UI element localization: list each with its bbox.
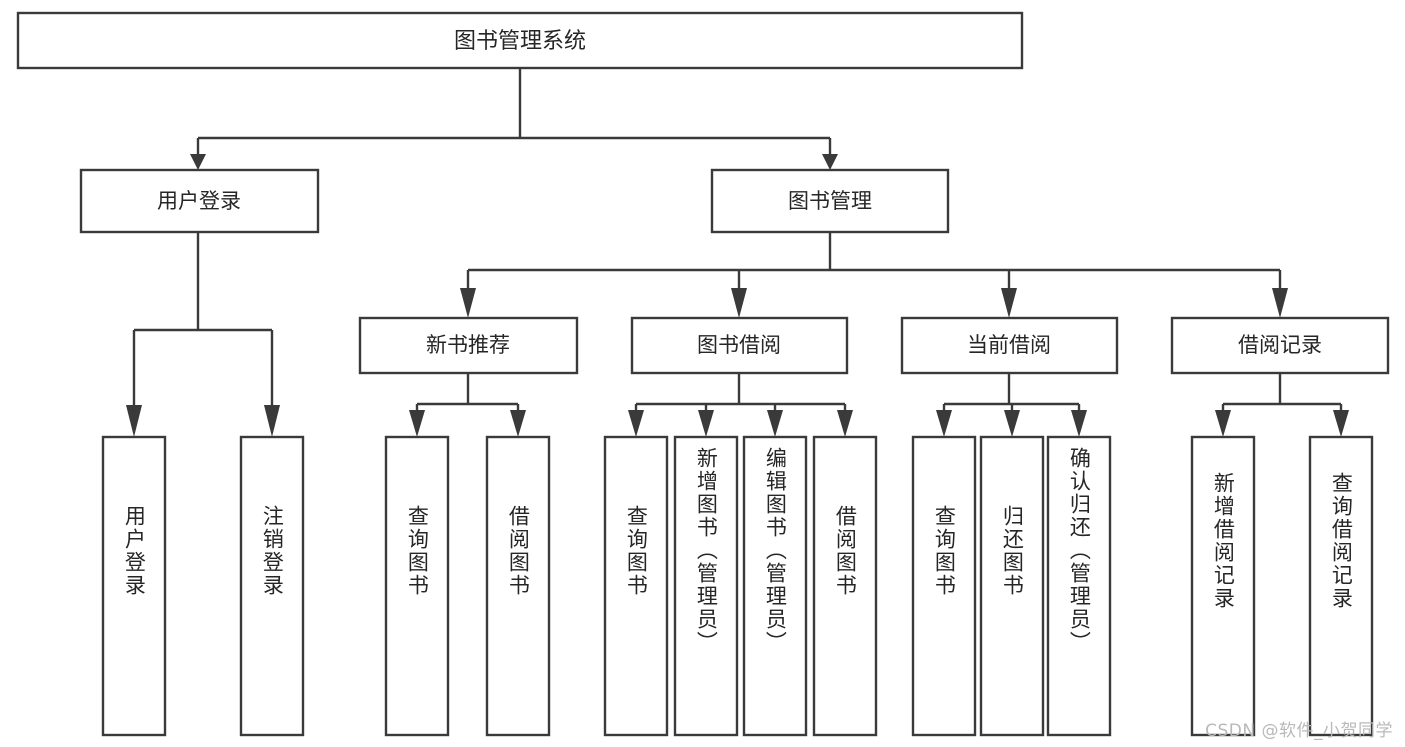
- node-book-borrow-box[interactable]: [630, 316, 849, 375]
- connector-layer: [126, 68, 1349, 437]
- arrow-head-leaf-cb-confirm: [1071, 410, 1087, 437]
- node-leaf-br-add-box[interactable]: [1190, 435, 1256, 737]
- arrow-head-leaf-bb-edit: [767, 410, 783, 437]
- node-leaf-cb-query-box[interactable]: [911, 435, 977, 737]
- arrow-head-book-borrow: [731, 288, 747, 318]
- node-new-book-rec-label: 新书推荐: [426, 333, 510, 357]
- node-borrow-record-box[interactable]: [1170, 316, 1390, 375]
- arrow-head-leaf-bb-borrow: [837, 410, 853, 437]
- node-leaf-bb-add-box[interactable]: [673, 435, 739, 737]
- node-leaf-cb-confirm-box[interactable]: [1046, 435, 1112, 737]
- arrow-head-new-book-rec: [460, 288, 476, 318]
- arrow-head-borrow-record: [1272, 288, 1288, 318]
- arrow-head-leaf-logout: [264, 405, 280, 437]
- node-leaf-bb-query-box[interactable]: [603, 435, 669, 737]
- node-root-label: 图书管理系统: [454, 29, 586, 54]
- node-current-borrow-label: 当前借阅: [967, 333, 1051, 357]
- node-leaf-logout-box[interactable]: [239, 435, 305, 737]
- node-book-borrow[interactable]: 图书借阅: [630, 316, 849, 375]
- node-leaf-rec-borrow-box[interactable]: [485, 435, 551, 737]
- arrow-head-leaf-bb-query: [628, 410, 644, 437]
- node-book-manage-box[interactable]: [710, 168, 950, 234]
- node-current-borrow[interactable]: 当前借阅: [900, 316, 1119, 375]
- arrow-head-leaf-cb-query: [936, 410, 952, 437]
- node-borrow-record-label: 借阅记录: [1238, 333, 1322, 357]
- arrow-head-book-manage: [822, 154, 838, 170]
- node-book-borrow-label: 图书借阅: [697, 333, 781, 357]
- node-leaf-bb-edit-box[interactable]: [742, 435, 808, 737]
- arrow-head-leaf-rec-borrow: [510, 410, 526, 437]
- node-book-manage-label: 图书管理: [788, 189, 872, 213]
- node-leaf-br-query-box[interactable]: [1308, 435, 1374, 737]
- arrow-head-leaf-rec-query: [409, 410, 425, 437]
- node-book-manage[interactable]: 图书管理: [710, 168, 950, 234]
- node-new-book-rec-box[interactable]: [358, 316, 579, 375]
- node-leaf-user-login-box[interactable]: [101, 435, 167, 737]
- arrow-head-current-borrow: [1001, 288, 1017, 318]
- arrow-head-leaf-br-query: [1333, 410, 1349, 437]
- node-user-login-box[interactable]: [79, 168, 320, 234]
- node-leaf-rec-query-box[interactable]: [384, 435, 450, 737]
- node-current-borrow-box[interactable]: [900, 316, 1119, 375]
- node-leaf-cb-return-box[interactable]: [979, 435, 1045, 737]
- node-new-book-rec[interactable]: 新书推荐: [358, 316, 579, 375]
- arrow-head-leaf-bb-add: [698, 410, 714, 437]
- arrow-head-leaf-br-add: [1215, 410, 1231, 437]
- node-user-login[interactable]: 用户登录: [79, 168, 320, 234]
- arrow-head-leaf-cb-return: [1004, 410, 1020, 437]
- node-root-box[interactable]: [16, 11, 1024, 70]
- node-root[interactable]: 图书管理系统: [16, 11, 1024, 70]
- arrow-head-leaf-user-login: [126, 405, 142, 437]
- arrow-head-user-login: [190, 154, 206, 170]
- node-user-login-label: 用户登录: [157, 189, 241, 213]
- node-leaf-bb-borrow-box[interactable]: [812, 435, 878, 737]
- leaf-box-layer: [101, 435, 1374, 737]
- node-borrow-record[interactable]: 借阅记录: [1170, 316, 1390, 375]
